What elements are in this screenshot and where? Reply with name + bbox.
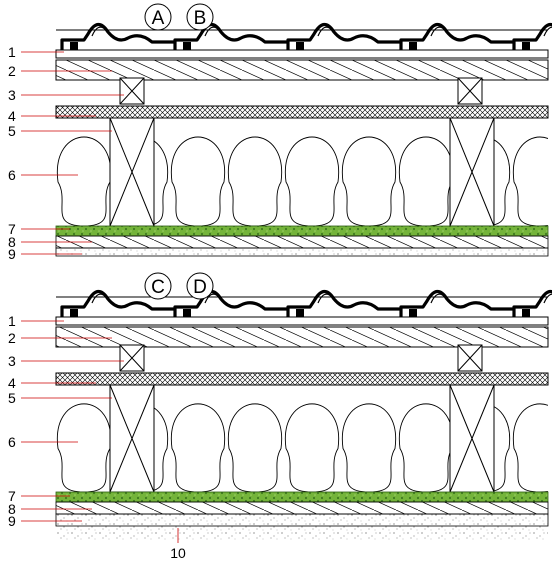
top-rafter-cross-1: [109, 117, 155, 227]
top-tile-nib: [70, 42, 78, 50]
top-callout-label-7: 7: [8, 221, 16, 237]
top-roof-tile: [60, 22, 175, 50]
top-vapour-barrier: [55, 225, 549, 237]
top-roof-tile: [286, 22, 401, 50]
top-batten-cross-1: [119, 77, 145, 105]
top-callout-label-8: 8: [8, 234, 16, 250]
bottom-circle-marker-2: [186, 272, 214, 300]
bottom-tile-hook: [543, 293, 552, 304]
panel-bottom: C D 12 3 45 6 789 10: [8, 272, 552, 561]
top-insulation-loop: [284, 136, 340, 226]
bottom-callout-label-8: 8: [8, 501, 16, 517]
bottom-insulation-loop: [227, 403, 283, 492]
bottom-batten-cross-1: [119, 344, 145, 372]
bottom-tile-nib: [296, 309, 304, 317]
bottom-batten-strip: [55, 316, 549, 326]
bottom-tile-nib: [409, 309, 417, 317]
bottom-tile-nib: [183, 309, 191, 317]
top-tile-nib: [183, 42, 191, 50]
bottom-insulation: [56, 403, 548, 492]
bottom-callout-label-10: 10: [170, 545, 186, 561]
bottom-tile-hook: [317, 293, 333, 304]
bottom-rafter-cross-1: [109, 384, 155, 493]
bottom-insulation-loop: [284, 403, 340, 492]
top-plaster-layer: [55, 247, 549, 257]
bottom-rafter-cross-2: [449, 384, 495, 493]
top-batten-cross-2: [457, 77, 483, 105]
top-inner-board: [55, 235, 549, 249]
panel-top: A B 1 2 3 45 6 789: [8, 3, 552, 262]
bottom-membrane-layer: [55, 372, 549, 386]
bottom-insulation-loop: [56, 403, 112, 492]
top-insulation-loop: [56, 136, 112, 226]
bottom-callout-label-1: 1: [8, 313, 16, 329]
top-tile-hook: [317, 26, 333, 37]
top-roof-tile: [512, 22, 552, 50]
top-tile-nib: [296, 42, 304, 50]
bottom-roof-tile: [512, 289, 552, 317]
bottom-tile-nib: [522, 309, 530, 317]
top-callout-label-2: 2: [8, 63, 16, 79]
bottom-callout-label-5: 5: [8, 390, 16, 406]
top-circle-marker-2: [186, 3, 214, 31]
bottom-finish-layer: [56, 526, 548, 540]
top-tile-hook: [430, 26, 446, 37]
bottom-board-layer: [55, 326, 549, 348]
bottom-roof-tile: [60, 289, 175, 317]
top-membrane-layer: [55, 105, 549, 119]
bottom-insulation-loop: [398, 403, 454, 492]
top-circle-label-1: A: [152, 8, 165, 29]
bottom-callout-label-3: 3: [8, 353, 16, 369]
top-tile-hook: [91, 26, 107, 37]
top-insulation-loop: [170, 136, 226, 226]
bottom-insulation-loop: [512, 403, 548, 492]
top-callout-label-6: 6: [8, 167, 16, 183]
top-roof-tile: [173, 22, 288, 50]
top-roof-tile: [399, 22, 514, 50]
top-circle-label-2: B: [194, 8, 207, 29]
top-tile-hook: [204, 26, 220, 37]
top-insulation-loop: [398, 136, 454, 226]
top-circle-marker-1: [144, 3, 172, 31]
bottom-callout-label-6: 6: [8, 434, 16, 450]
top-callout-label-3: 3: [8, 87, 16, 103]
bottom-roof-tile: [286, 289, 401, 317]
bottom-callout-label-4: 4: [8, 375, 16, 391]
bottom-inner-board: [55, 501, 549, 515]
bottom-circle-label-1: C: [151, 277, 165, 298]
bottom-roof-tile: [399, 289, 514, 317]
bottom-plaster-layer: [55, 513, 549, 527]
bottom-callout-label-2: 2: [8, 330, 16, 346]
bottom-callout-label-9: 9: [8, 513, 16, 529]
bottom-insulation-loop: [170, 403, 226, 492]
bottom-circle-marker-1: [144, 272, 172, 300]
bottom-tile-hook: [91, 293, 107, 304]
top-callout-label-5: 5: [8, 123, 16, 139]
top-callout-label-1: 1: [8, 44, 16, 60]
top-board-layer: [55, 59, 549, 81]
top-batten-strip: [55, 49, 549, 59]
bottom-vapour-barrier: [55, 491, 549, 503]
top-tile-nib: [522, 42, 530, 50]
top-insulation-loop: [341, 136, 397, 226]
bottom-callout-label-7: 7: [8, 488, 16, 504]
top-rafter-cross-2: [449, 117, 495, 227]
top-callout-label-9: 9: [8, 246, 16, 262]
bottom-tile-hook: [430, 293, 446, 304]
top-callout-label-4: 4: [8, 108, 16, 124]
bottom-insulation-loop: [341, 403, 397, 492]
top-insulation: [56, 136, 548, 226]
top-tile-nib: [409, 42, 417, 50]
bottom-batten-cross-2: [457, 344, 483, 372]
top-tile-hook: [543, 26, 552, 37]
bottom-tile-nib: [70, 309, 78, 317]
bottom-tile-hook: [204, 293, 220, 304]
top-insulation-loop: [512, 136, 548, 226]
bottom-circle-label-2: D: [193, 277, 207, 298]
top-insulation-loop: [227, 136, 283, 226]
